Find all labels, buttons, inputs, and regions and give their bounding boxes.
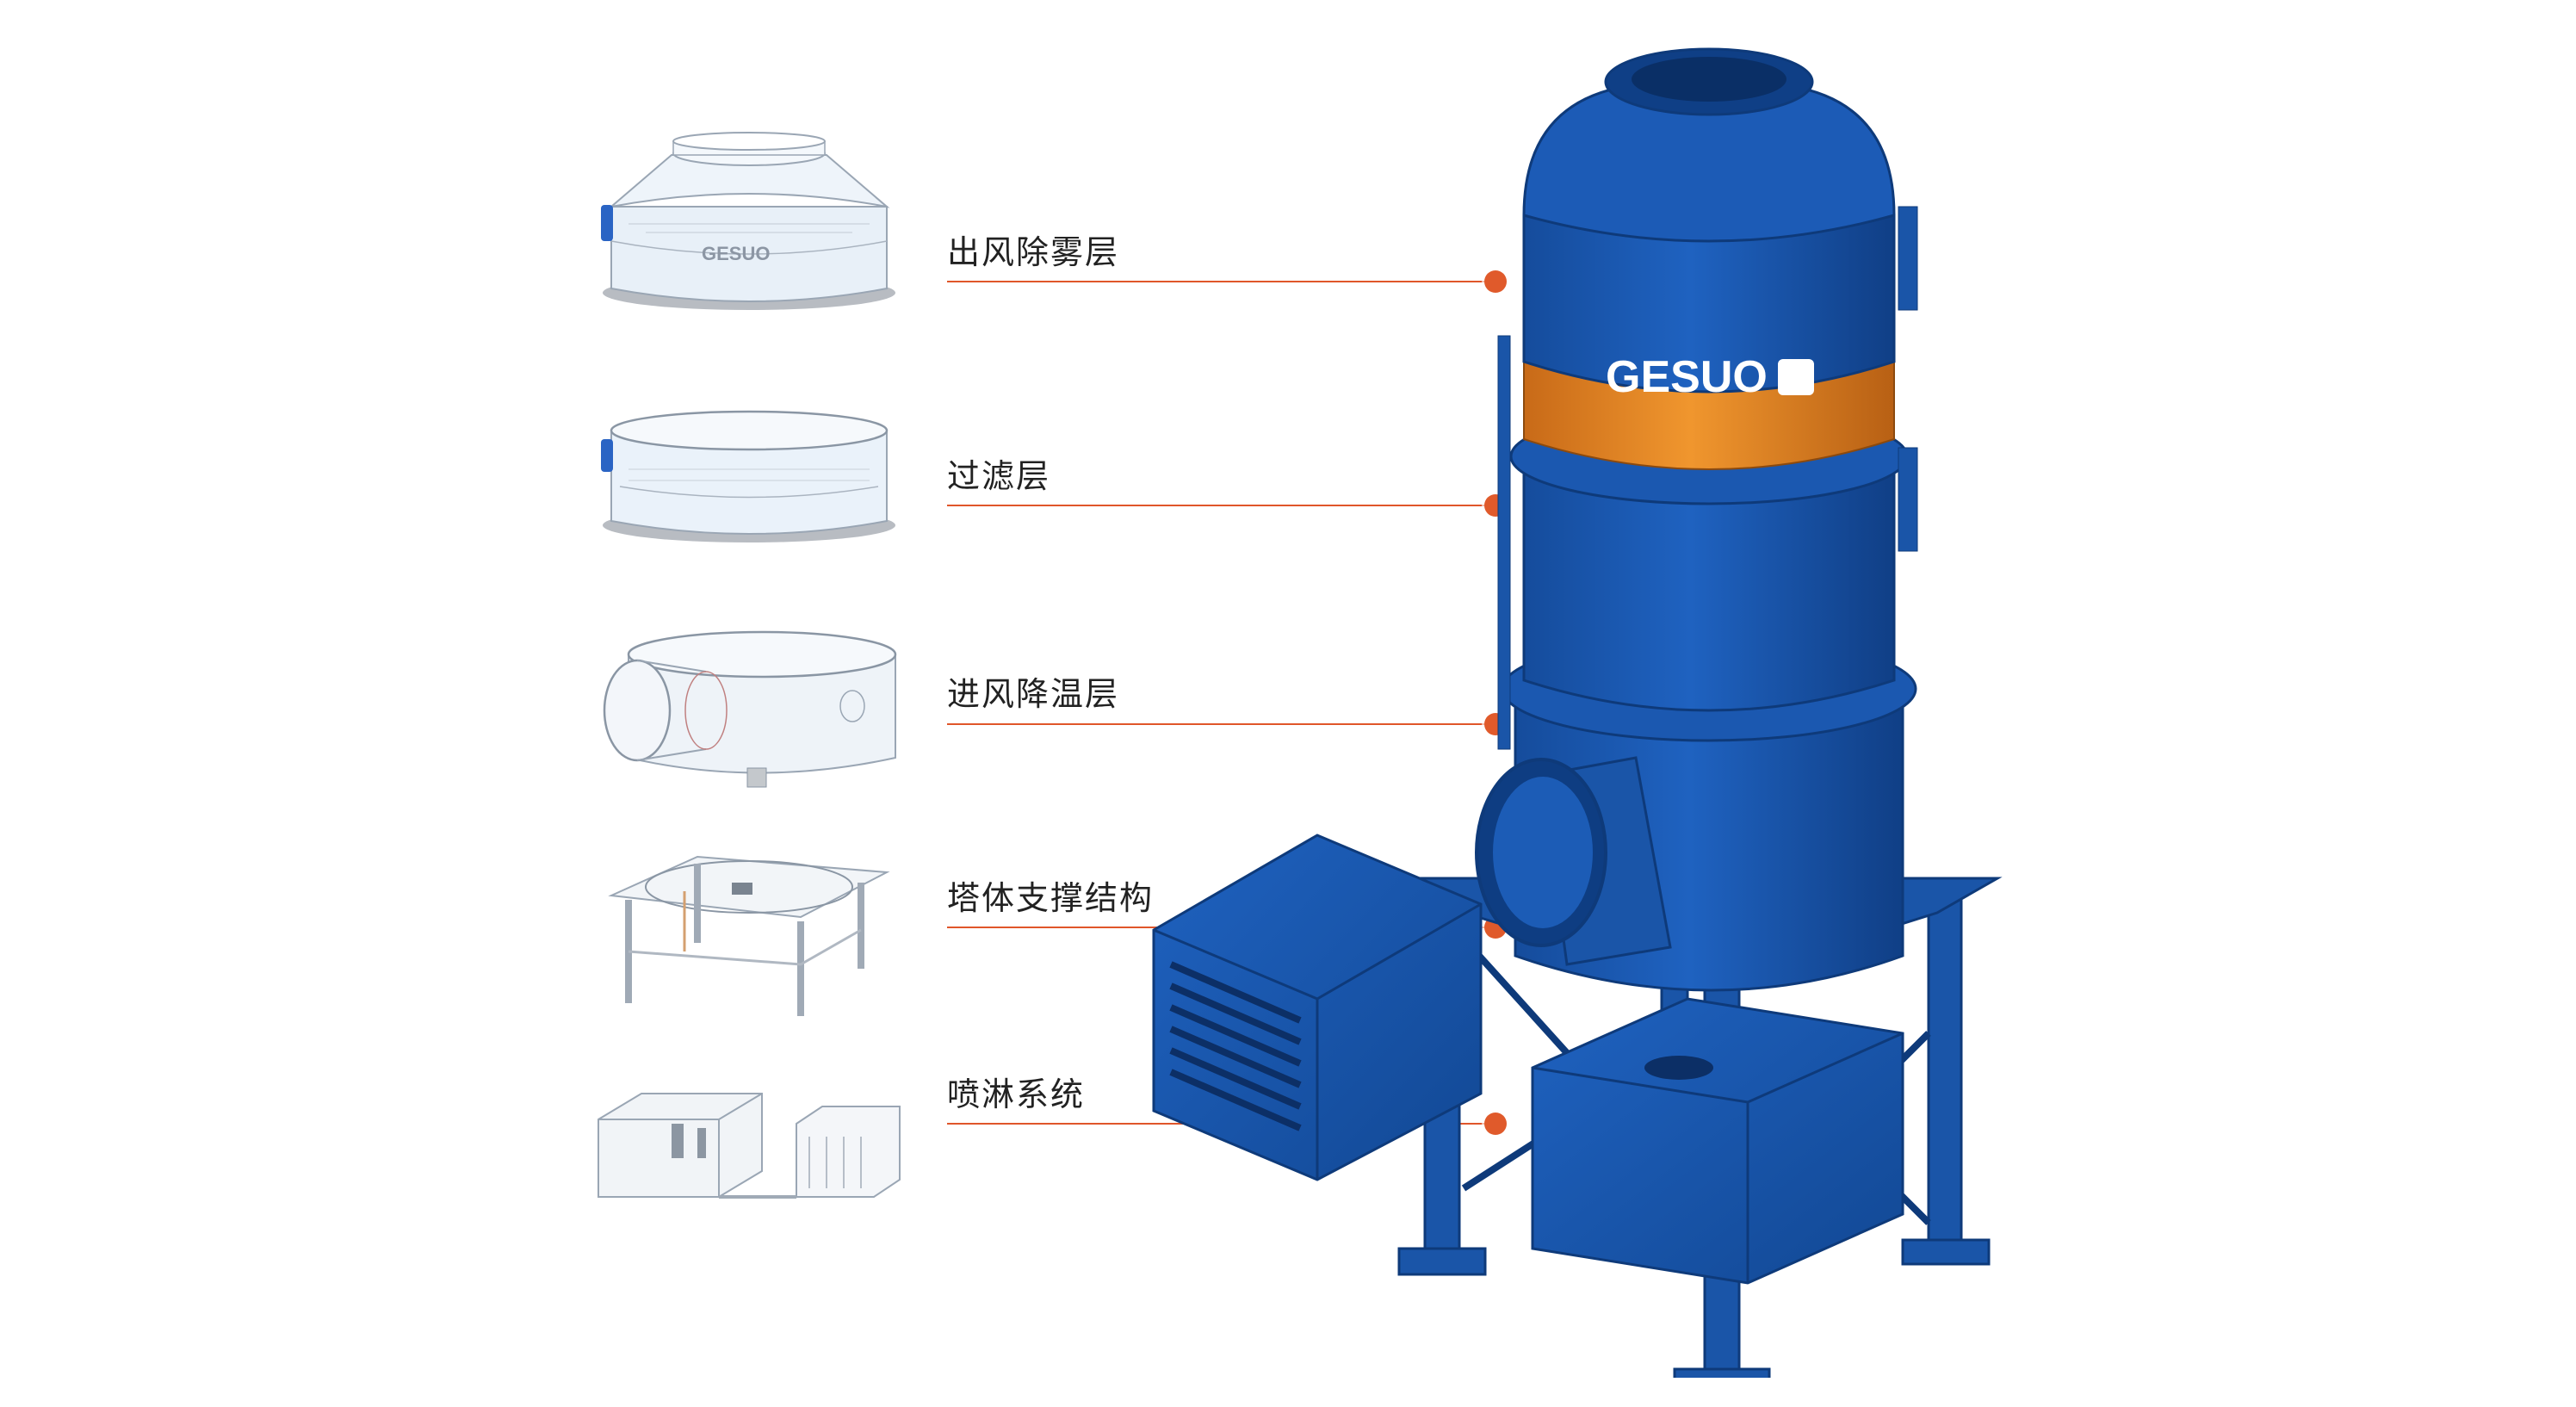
leader-filter — [947, 505, 1489, 506]
spray-pump-box — [1152, 834, 1483, 1181]
label-spray: 喷淋系统 — [947, 1075, 1086, 1113]
spray-thumbnail — [598, 1093, 901, 1199]
label-filter: 过滤层 — [947, 457, 1051, 495]
marker-spray — [1484, 1113, 1507, 1135]
marker-outlet-demister — [1484, 270, 1507, 293]
logo-mark-icon — [1778, 359, 1814, 395]
leader-inlet-cooling — [947, 723, 1489, 725]
outlet-demister-thumbnail: GESUO — [601, 132, 895, 310]
support-thumbnail — [608, 855, 890, 1016]
tower-logo: GESUO — [1606, 352, 1768, 402]
label-outlet-demister: 出风除雾层 — [947, 233, 1120, 271]
thumbnail-logo: GESUO — [702, 243, 770, 264]
scrubber-tower-illustration: GESUO — [1152, 47, 2003, 1378]
leader-outlet-demister — [947, 281, 1489, 282]
label-inlet-cooling: 进风降温层 — [947, 675, 1120, 713]
label-support: 塔体支撑结构 — [947, 879, 1155, 917]
inlet-cooling-thumbnail — [603, 630, 897, 788]
inlet-duct — [1475, 756, 1672, 966]
water-tank — [1531, 997, 1904, 1285]
filter-thumbnail — [601, 410, 895, 542]
